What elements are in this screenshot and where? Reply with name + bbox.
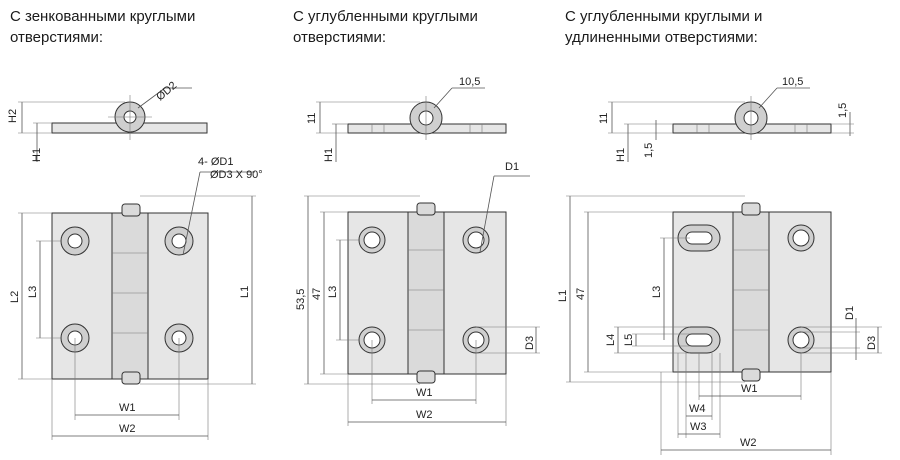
side-view (316, 87, 507, 162)
h1-label: H1 (615, 148, 627, 162)
recessed-hole (787, 326, 815, 354)
dim-53-5-label: 53,5 (295, 289, 307, 310)
recessed-hole (787, 224, 815, 252)
l3-label: L3 (327, 286, 339, 298)
drawing-countersunk: H2 H1 ØD2 (7, 80, 263, 440)
dim-11-label: 11 (598, 113, 610, 124)
front-view (304, 175, 540, 426)
w3-label: W3 (690, 421, 707, 433)
heading-recessed-slotted: С углубленными круглыми и удлиненными от… (565, 6, 762, 48)
l1-label: L1 (239, 286, 251, 298)
recessed-hole (462, 226, 490, 254)
d3-note-label: ØD3 X 90° (210, 169, 263, 181)
countersunk-hole (164, 226, 194, 256)
dim-1-5-label: 1,5 (837, 103, 849, 118)
h1-label: H1 (323, 148, 335, 162)
w4-label: W4 (689, 403, 706, 415)
heading-line: отверстиями: (293, 29, 387, 46)
heading-line: С зенкованными круглыми (10, 8, 196, 25)
h1-label: H1 (31, 148, 43, 162)
w1-label: W1 (741, 383, 758, 395)
dim-47-label: 47 (311, 288, 323, 300)
drawing-recessed: 11 H1 10,5 (295, 76, 540, 426)
dim-10-5-label: 10,5 (459, 76, 480, 88)
dim-1-5-label: 1,5 (643, 143, 655, 158)
front-view (18, 171, 256, 440)
l1-label: L1 (557, 290, 569, 302)
heading-line: С углубленными круглыми и (565, 8, 763, 25)
l3-label: L3 (651, 286, 663, 298)
w2-label: W2 (740, 437, 757, 449)
d1-label: D1 (844, 306, 856, 320)
dim-11-label: 11 (306, 113, 318, 124)
w2-label: W2 (416, 409, 433, 421)
d3-label: D3 (866, 336, 878, 350)
front-view (566, 195, 882, 455)
l4-label: L4 (605, 334, 617, 346)
heading-line: С углубленными круглыми (293, 8, 478, 25)
heading-line: отверстиями: (10, 29, 104, 46)
dim-10-5-label: 10,5 (782, 76, 803, 88)
d1-note-label: 4- ØD1 (198, 156, 233, 168)
side-view (18, 87, 208, 162)
countersunk-hole (60, 226, 90, 256)
d2-label: ØD2 (154, 80, 179, 104)
l3-label: L3 (27, 286, 39, 298)
side-view (608, 87, 854, 162)
heading-recessed: С углубленными круглыми отверстиями: (293, 6, 478, 48)
h2-label: H2 (7, 109, 19, 123)
w1-label: W1 (416, 387, 433, 399)
d3-label: D3 (524, 336, 536, 350)
l5-label: L5 (623, 334, 635, 346)
recessed-hole (358, 226, 386, 254)
heading-countersunk: С зенкованными круглыми отверстиями: (10, 6, 195, 48)
d1-label: D1 (505, 161, 519, 173)
w2-label: W2 (119, 423, 136, 435)
slotted-hole (677, 326, 721, 354)
dim-47-label: 47 (575, 288, 587, 300)
l2-label: L2 (9, 291, 21, 303)
heading-line: удлиненными отверстиями: (565, 29, 758, 46)
w1-label: W1 (119, 402, 136, 414)
drawing-recessed-slotted: 11 H1 1,5 1,5 10,5 (557, 76, 882, 455)
